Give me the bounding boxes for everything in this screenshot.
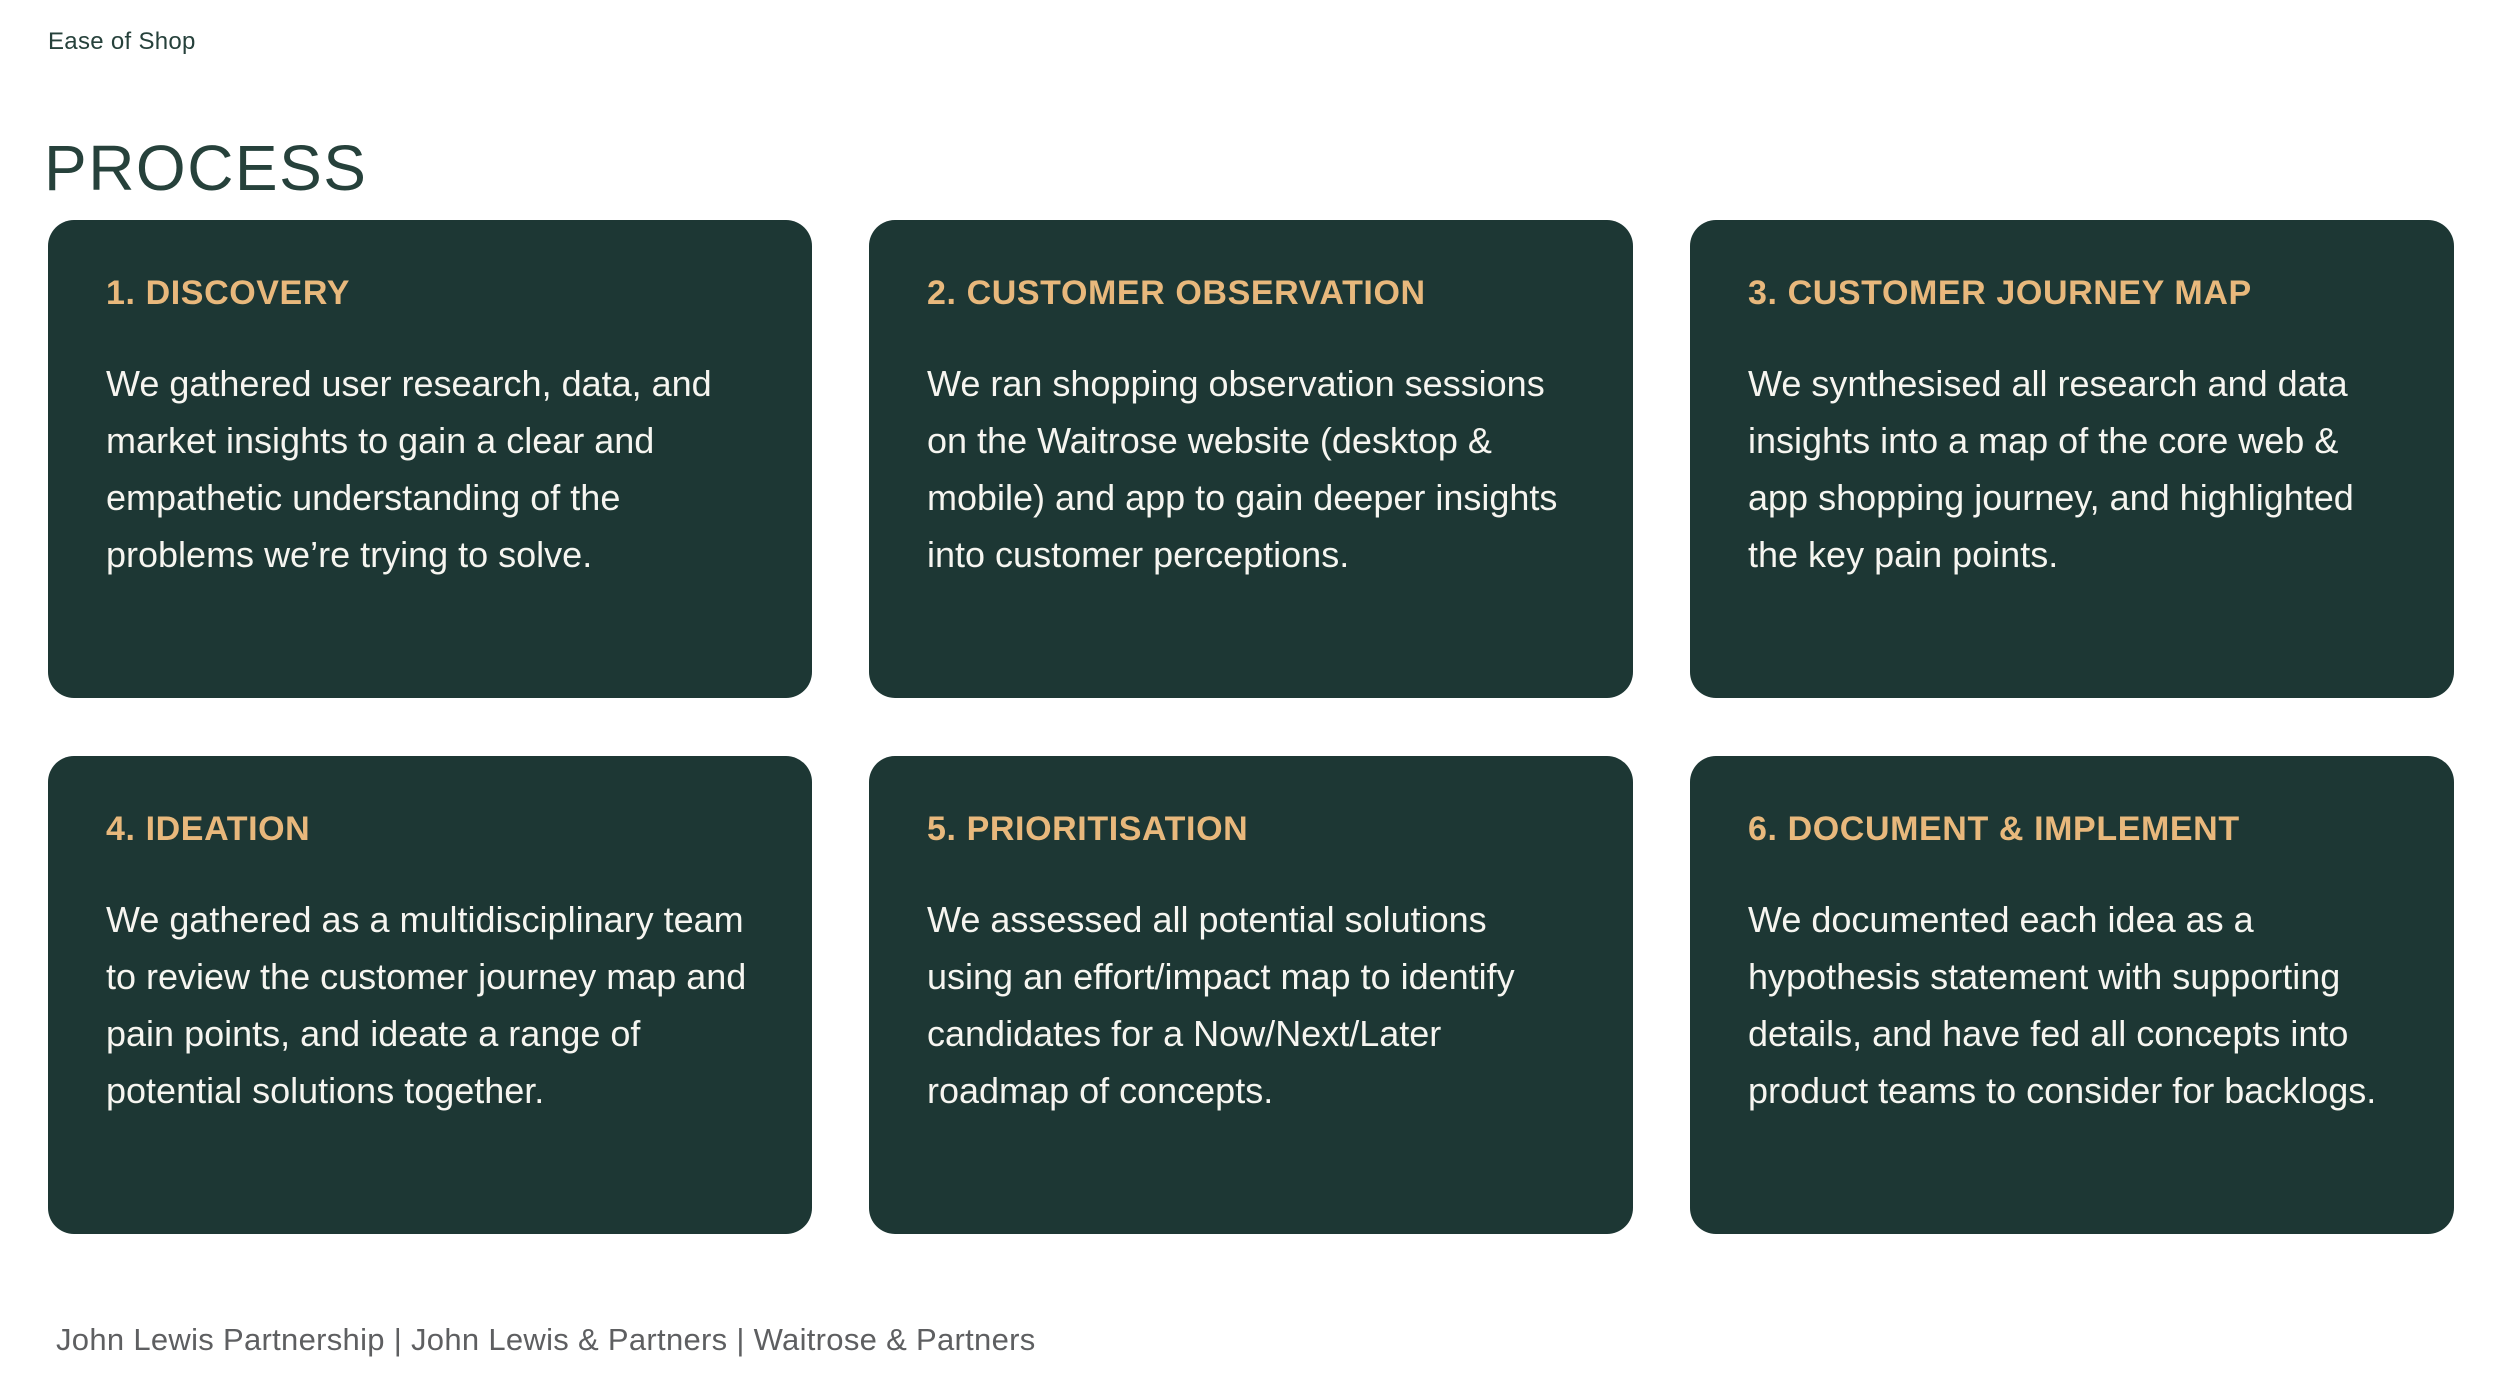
card-body: We gathered as a multidisciplinary team … <box>106 899 747 1111</box>
process-card-ideation: 4. IDEATION We gathered as a multidiscip… <box>48 756 812 1234</box>
footer-brand-line: John Lewis Partnership | John Lewis & Pa… <box>56 1322 1036 1357</box>
process-card-customer-observation: 2. CUSTOMER OBSERVATION We ran shopping … <box>869 220 1633 698</box>
card-body: We ran shopping observation sessions on … <box>927 363 1558 575</box>
card-heading: 2. CUSTOMER OBSERVATION <box>927 274 1426 312</box>
card-body: We synthesised all research and data ins… <box>1748 363 2354 575</box>
card-body: We documented each idea as a hypothesis … <box>1748 899 2377 1111</box>
card-heading: 5. PRIORITISATION <box>927 810 1249 848</box>
process-card-discovery: 1. DISCOVERY We gathered user research, … <box>48 220 812 698</box>
card-body: We assessed all potential solutions usin… <box>927 899 1515 1111</box>
card-heading: 1. DISCOVERY <box>106 274 351 312</box>
card-heading: 6. DOCUMENT & IMPLEMENT <box>1748 810 2240 848</box>
process-card-prioritisation: 5. PRIORITISATION We assessed all potent… <box>869 756 1633 1234</box>
process-card-customer-journey-map: 3. CUSTOMER JOURNEY MAP We synthesised a… <box>1690 220 2454 698</box>
card-heading: 3. CUSTOMER JOURNEY MAP <box>1748 274 2252 312</box>
card-heading: 4. IDEATION <box>106 810 311 848</box>
card-body: We gathered user research, data, and mar… <box>106 363 712 575</box>
process-card-document-implement: 6. DOCUMENT & IMPLEMENT We documented ea… <box>1690 756 2454 1234</box>
page-title: PROCESS <box>44 131 368 204</box>
process-card-grid: 1. DISCOVERY We gathered user research, … <box>48 220 2454 1234</box>
project-label: Ease of Shop <box>48 28 196 55</box>
